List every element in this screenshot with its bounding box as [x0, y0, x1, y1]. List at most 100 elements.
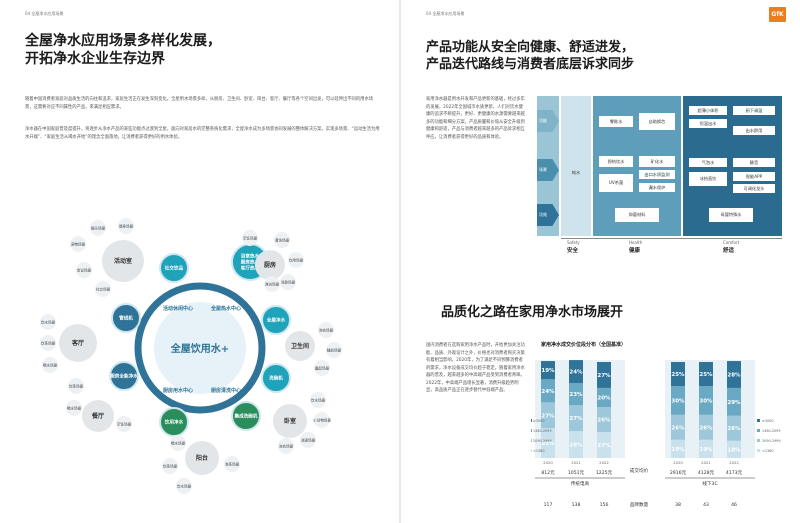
scene-label: 饮茶场景	[41, 341, 56, 346]
cell-silent: 静音	[733, 158, 775, 167]
group-label: 线下3C	[702, 480, 717, 487]
bar-segment	[727, 415, 741, 441]
cell-self-filter: 自助换芯	[639, 113, 675, 130]
col-label-health-cn: 健康	[629, 248, 641, 254]
scene-label: 饮水场景	[41, 320, 56, 325]
center-label: 全屋饮用水+	[170, 342, 229, 355]
legend-label: 1380-2099	[533, 429, 551, 433]
x-tick-label: 2022	[729, 460, 739, 465]
col-label-comfort-cn: 舒适	[723, 248, 735, 254]
cell-temp-adjust: 厨下调温	[733, 106, 775, 115]
row-arrow-3	[537, 204, 559, 226]
scene-node	[318, 322, 334, 338]
room-label: 活动室	[114, 257, 132, 265]
bar-segment	[541, 379, 555, 403]
room-label: 厨房	[264, 261, 276, 269]
bar-segment	[541, 361, 555, 380]
title-line-1: 全屋净水应用场景多样化发展，	[25, 33, 221, 49]
product-label: 社交饮品	[164, 265, 184, 272]
bar-value-label: 27%	[597, 373, 611, 379]
row-arrow-2	[537, 159, 559, 181]
page-gutter	[399, 0, 401, 523]
product-node	[231, 401, 261, 431]
cell-sparkling: 气泡水	[689, 158, 727, 167]
scene-node	[95, 281, 111, 297]
scene-node	[170, 435, 186, 451]
avg-price-value: 2916元	[670, 470, 687, 476]
room-label: 卫生间	[291, 342, 309, 350]
bar-value-label: 24%	[569, 370, 583, 376]
bar-segment	[569, 383, 583, 406]
ring-label: 厨房清洗中心	[211, 387, 241, 394]
scene-node	[162, 458, 178, 474]
intro-paragraph-2: 净水器在中国家庭普及度提升，将逐步从净水产品的某些功能点过渡到全屋，面向对家居水…	[25, 127, 380, 140]
product-node	[159, 407, 189, 437]
scene-node	[288, 252, 304, 268]
bar-segment	[727, 361, 741, 388]
scene-node	[118, 218, 134, 234]
gfk-logo: GfK	[769, 7, 786, 22]
scene-node	[300, 432, 316, 448]
avg-price-label: 成交均价	[630, 467, 649, 474]
bar-value-label: 26%	[597, 418, 611, 424]
scene-label: 饮水场景	[177, 484, 192, 489]
cell-slim: 超薄小体积	[689, 106, 727, 115]
scene-node	[90, 220, 106, 236]
col-label-health: Health	[629, 240, 643, 245]
room-node	[285, 331, 315, 361]
scene-node	[264, 276, 280, 292]
scene-label: 宠物场景	[71, 242, 86, 247]
title-line-2: 开拓净水企业生存边界	[25, 50, 165, 67]
room-node	[59, 324, 97, 362]
section-2-text: 国内消费者在选购家用净水产品时，开始更加关注功能、品质、外观设计之外，价格也对消…	[426, 343, 525, 394]
cell-instant-hot: 即热饮水	[599, 156, 633, 167]
scene-node	[314, 412, 330, 428]
x-tick-label: 2021	[571, 460, 581, 465]
bar-segment	[699, 414, 713, 440]
scene-diagram: 全屋饮用水+活动休闲中心全屋热水中心厨房清洗中心厨房用水中心社交饮品浴室热水厨房…	[40, 218, 342, 494]
bar-segment	[597, 432, 611, 458]
product-label: 全屋净水	[266, 317, 286, 324]
scene-label: 喝水场景	[171, 441, 186, 446]
scene-label: 饮水场景	[311, 398, 326, 403]
legend-swatch	[531, 439, 532, 442]
bar-segment	[671, 386, 685, 415]
page-header: 04 全屋净水应用场景	[25, 11, 64, 16]
bar-segment	[671, 414, 685, 440]
cell-mineral: 矿化水	[639, 156, 675, 167]
bar-value-label: 29%	[727, 400, 741, 406]
scene-label: 泡茶场景	[225, 462, 240, 467]
scene-label: 喝水场景	[43, 363, 58, 368]
bar-value-label: 27%	[597, 443, 611, 449]
legend-swatch	[531, 449, 532, 452]
axis-line	[561, 238, 782, 239]
scene-node	[176, 478, 192, 494]
scene-label: 睡前场景	[327, 348, 342, 353]
x-tick-label: 2021	[701, 460, 711, 465]
legend-label: 2090-2999	[762, 439, 780, 443]
page-title: 全屋净水应用场景多样化发展， 开拓净水企业生存边界	[25, 33, 221, 69]
bar-value-label: 25%	[699, 372, 713, 378]
title1-line-2: 产品迭代路线与消费者底层诉求同步	[426, 56, 635, 72]
scene-label: 娱乐场景	[91, 226, 106, 231]
bar-segment	[671, 439, 685, 458]
scene-node	[76, 262, 92, 278]
right-page: 04 全屋净水应用场景 GfK 产品功能从安全向健康、舒适进发， 产品迭代路线与…	[401, 0, 800, 523]
bar-segment	[541, 402, 555, 429]
bar-segment	[699, 386, 713, 415]
legend-swatch	[531, 419, 532, 422]
bar-value-label: 18%	[727, 447, 741, 453]
product-label: 饮用净水	[164, 419, 184, 426]
bar-value-label: 19%	[699, 447, 713, 453]
legend-swatch	[757, 449, 760, 452]
product-node	[261, 305, 291, 335]
room-label: 阳台	[196, 454, 208, 462]
scene-node	[326, 342, 342, 358]
scene-label: 烹饪场景	[243, 236, 258, 241]
x-tick-label: 2020	[543, 460, 553, 465]
product-label: 厨房全能净水	[110, 373, 138, 380]
product-matrix: 功能 场景 功效 纯水 零陈水 自助换芯 即热饮水 矿化水 UV杀菌 出口水质监…	[537, 96, 782, 261]
product-label: 厨房热水	[241, 259, 260, 266]
brand-count-value: 38	[675, 502, 681, 508]
bar-segment	[569, 405, 583, 432]
